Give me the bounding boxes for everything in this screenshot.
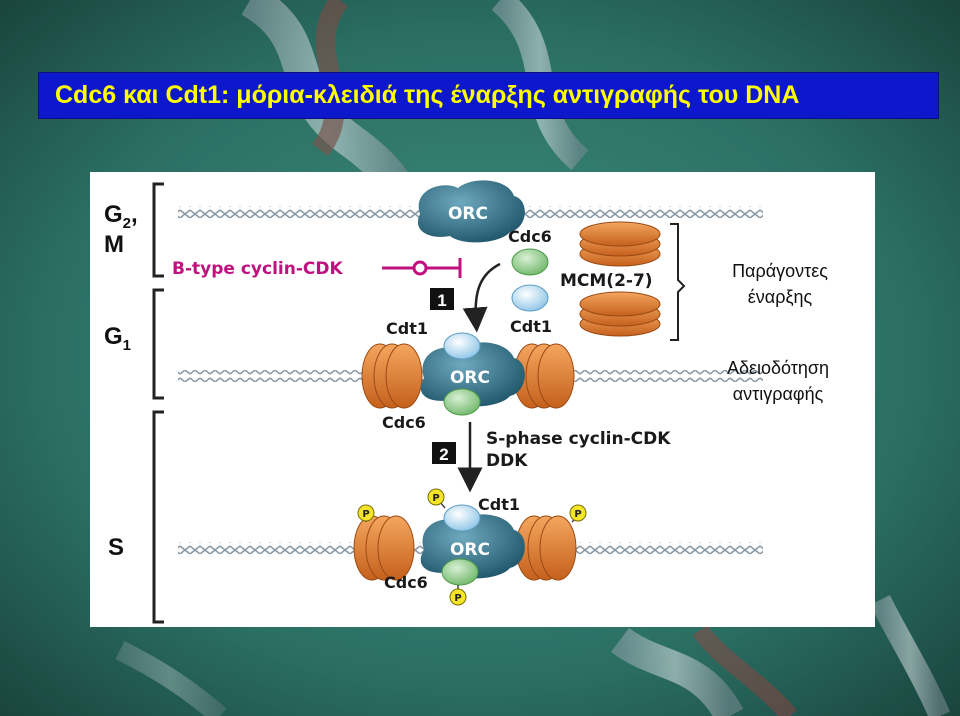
svg-text:2: 2 (439, 445, 448, 464)
cdc6-bound-s (441, 558, 479, 586)
initiation-factors-line2: έναρξης (748, 287, 813, 307)
cdc6-label-s: Cdc6 (384, 573, 428, 592)
phase-label-s: S (108, 534, 124, 561)
cdt1-label-s: Cdt1 (478, 495, 520, 514)
svg-text:ORC: ORC (450, 540, 490, 560)
phase-bracket-s (152, 410, 164, 624)
svg-text:P: P (454, 593, 461, 604)
mcm-right-s (515, 515, 577, 581)
title-bar: Cdc6 και Cdt1: μόρια-κλειδιά της έναρξης… (38, 72, 939, 119)
cdc6-label-free: Cdc6 (508, 227, 552, 246)
orc-complex-s: ORC (420, 514, 525, 579)
cdc6-bound-g1 (443, 388, 481, 416)
cdt1-label-free: Cdt1 (510, 317, 552, 336)
inhibition-node (412, 260, 428, 276)
s-phase-cdk-label: S-phase cyclin-CDK (486, 429, 671, 449)
licensing-line1: Αδειοδότηση (727, 358, 829, 378)
mcm-left-g1 (361, 343, 423, 409)
mcm-right-g1 (513, 343, 575, 409)
svg-text:P: P (362, 509, 369, 520)
svg-text:ORC: ORC (448, 204, 488, 224)
mcm-stack-upper (579, 221, 661, 267)
phase-label-m: M (104, 231, 124, 258)
svg-text:ORC: ORC (450, 368, 490, 388)
phospho-cdt1: P (427, 488, 446, 509)
phospho-cdc6: P (449, 585, 467, 606)
step1-badge: 1 (430, 288, 454, 310)
cdt1-bound-g1 (443, 332, 481, 360)
b-type-cdk-label: B-type cyclin-CDK (172, 259, 343, 279)
cdt1-free (511, 284, 549, 312)
initiation-factors-bracket (670, 223, 686, 341)
cdc6-label-g1: Cdc6 (382, 413, 426, 432)
step2-badge: 2 (432, 442, 456, 464)
svg-text:P: P (432, 493, 439, 504)
step1-curve-arrow (462, 262, 501, 333)
svg-text:1: 1 (437, 291, 446, 310)
phase-label-g2m: G2, (104, 201, 138, 232)
orc-complex-g1: ORC (420, 342, 525, 407)
cdt1-bound-s (443, 504, 481, 532)
cdt1-label-g1: Cdt1 (386, 319, 428, 338)
ddk-label: DDK (486, 451, 528, 471)
orc-complex-top: ORC (417, 180, 525, 243)
svg-text:P: P (574, 509, 581, 520)
licensing-line2: αντιγραφής (733, 384, 824, 404)
phase-bracket-g1 (152, 288, 164, 400)
mcm-stack-lower (579, 291, 661, 337)
phospho-mcm-left: P (357, 504, 375, 522)
phase-label-g1: G1 (104, 323, 131, 354)
diagram-panel: G2, M G1 S ORC B-type cyclin-CDK 1 Cdc6 (90, 172, 875, 627)
phospho-mcm-right: P (569, 504, 587, 523)
phase-bracket-g2m (152, 182, 164, 278)
initiation-factors-line1: Παράγοντες (732, 261, 828, 281)
mcm-left-s (353, 515, 415, 581)
page-title: Cdc6 και Cdt1: μόρια-κλειδιά της έναρξης… (55, 81, 800, 109)
replication-diagram: G2, M G1 S ORC B-type cyclin-CDK 1 Cdc6 (104, 180, 829, 624)
cdc6-free (511, 248, 549, 276)
mcm-label: MCM(2-7) (560, 271, 653, 291)
